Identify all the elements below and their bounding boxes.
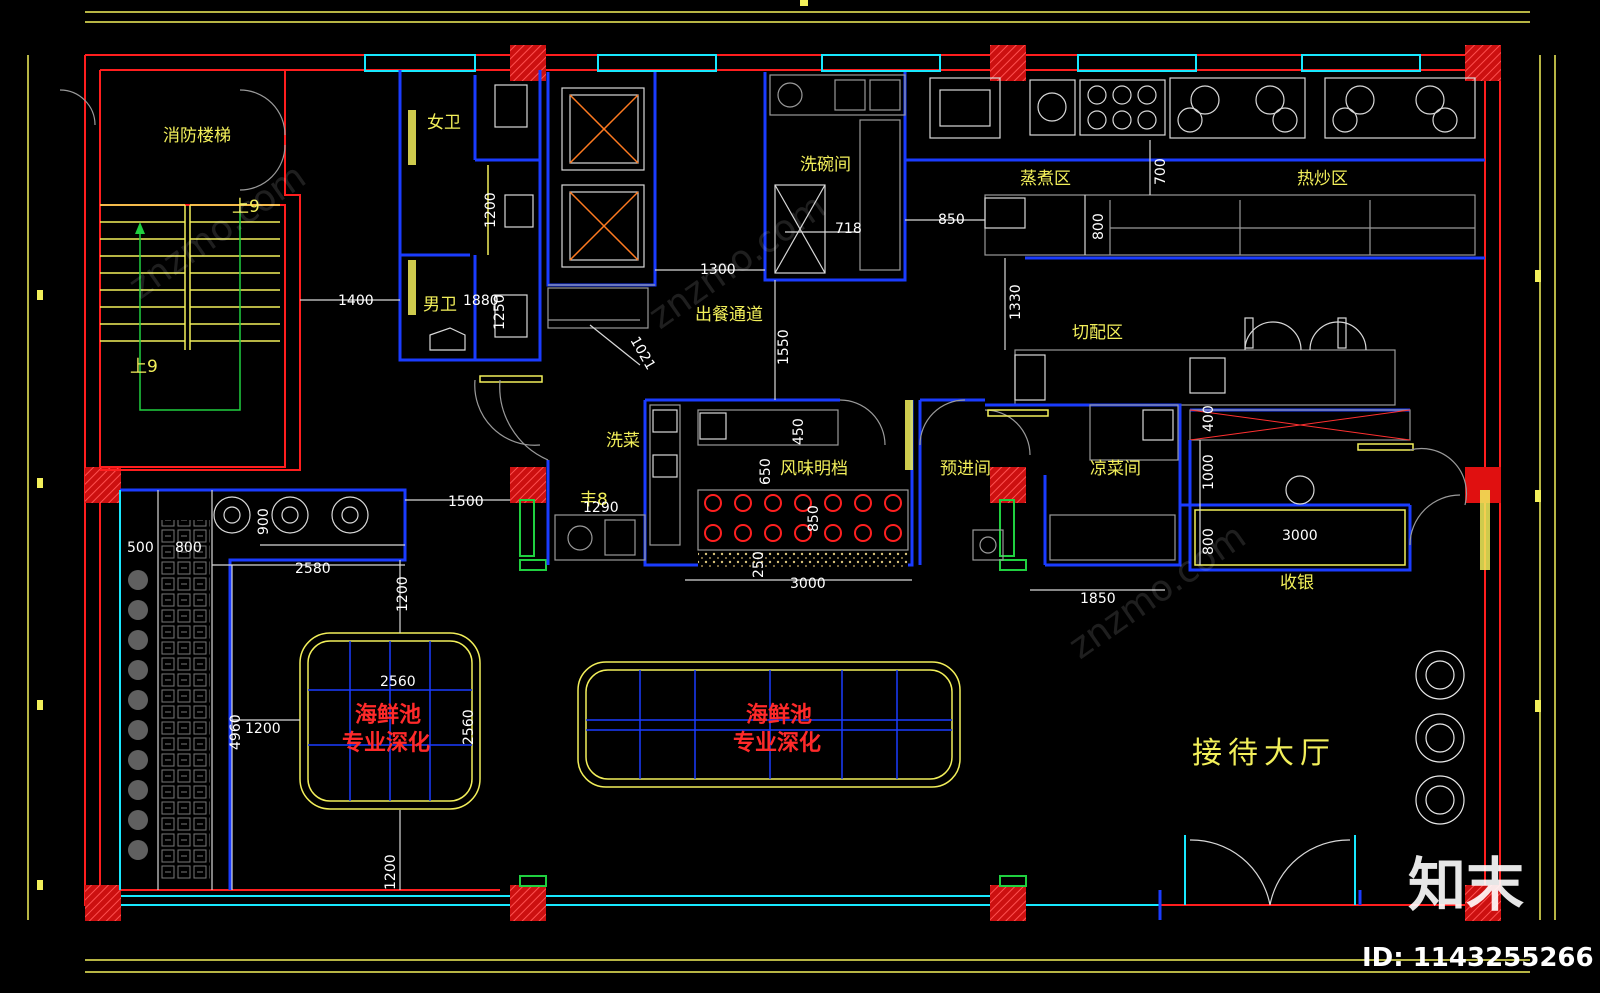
dim-label: 1021 <box>627 334 659 373</box>
label-seafood-pool: 海鲜池 <box>746 702 812 728</box>
dim-label: 2560 <box>461 709 477 745</box>
dim-label: 1400 <box>338 293 374 309</box>
kitchen-top <box>763 72 1485 282</box>
label-seafood-pool: 海鲜池 <box>355 702 421 728</box>
dim-label: 2580 <box>295 561 331 577</box>
label-stir-fry: 热炒区 <box>1297 169 1348 189</box>
dim-label: 1200 <box>245 721 281 737</box>
dim-label: 500 <box>127 540 154 556</box>
dim-label: 1550 <box>776 329 792 365</box>
label-dishwash: 洗碗间 <box>800 155 851 175</box>
dim-label: 250 <box>751 551 767 578</box>
dim-label: 1500 <box>448 494 484 510</box>
dim-label: 1200 <box>395 576 411 612</box>
label-mens-wc: 男卫 <box>423 295 457 315</box>
dim-label: 1200 <box>383 854 399 890</box>
dim-label: 1250 <box>492 294 508 330</box>
dimension-frame <box>27 0 1556 973</box>
dim-label: 1880 <box>463 293 499 309</box>
dim-label: 4960 <box>228 714 244 750</box>
watermark-id: ID: 1143255266 <box>1362 943 1594 973</box>
label-cutting: 切配区 <box>1072 323 1123 343</box>
dim-label: 800 <box>175 540 202 556</box>
dim-label: 1850 <box>1080 591 1116 607</box>
label-small: 丰8 <box>580 490 608 510</box>
dim-label: 700 <box>1153 158 1169 185</box>
label-cashier: 收银 <box>1280 573 1314 593</box>
restrooms <box>398 70 543 446</box>
elevators <box>546 72 657 329</box>
label-steam-boil: 蒸煮区 <box>1020 169 1071 189</box>
dim-label: 1200 <box>483 192 499 228</box>
dim-label: 1330 <box>1008 284 1024 320</box>
dim-label: 800 <box>1201 528 1217 555</box>
seafood-area <box>119 488 961 890</box>
dim-label: 1300 <box>700 262 736 278</box>
dim-label: 850 <box>806 505 822 532</box>
dim-label: 900 <box>256 508 272 535</box>
dim-label: 1000 <box>1201 454 1217 490</box>
dimension-lines <box>212 140 1201 890</box>
label-pre-entry: 预进间 <box>940 459 991 479</box>
dim-label: 450 <box>791 418 807 445</box>
label-flavor-stall: 风味明档 <box>780 459 848 479</box>
dim-label: 1290 <box>583 500 619 516</box>
label-cold-dish: 凉菜间 <box>1090 459 1141 479</box>
label-womens-wc: 女卫 <box>427 113 461 133</box>
cutting-area <box>1014 317 1414 451</box>
label-fire-stair: 消防楼梯 <box>163 126 231 146</box>
dim-label: 400 <box>1201 405 1217 432</box>
label-stair-up: 上9 <box>130 357 158 377</box>
reception-decor <box>1184 650 1465 906</box>
watermark-brand: 知末 <box>1408 851 1524 919</box>
label-seafood-pool-note: 专业深化 <box>733 730 821 756</box>
dim-label: 3000 <box>790 576 826 592</box>
dim-label: 2560 <box>380 674 416 690</box>
label-reception-hall: 接待大厅 <box>1192 736 1336 771</box>
dim-label: 718 <box>835 221 862 237</box>
dim-label: 650 <box>758 458 774 485</box>
kitchen-partitions <box>499 319 1490 572</box>
label-seafood-pool-note: 专业深化 <box>342 730 430 756</box>
dim-label: 850 <box>938 212 965 228</box>
dimension-labels: 1400 1880 1200 1250 1300 718 850 700 800… <box>127 158 1318 890</box>
room-labels: 消防楼梯 上9 上9 女卫 男卫 洗碗间 蒸煮区 热炒区 出餐通道 切配区 洗菜… <box>130 113 1348 771</box>
label-serving-aisle: 出餐通道 <box>695 305 763 325</box>
dim-label: 800 <box>1091 213 1107 240</box>
label-stair-up: 上9 <box>232 197 260 217</box>
dim-label: 3000 <box>1282 528 1318 544</box>
label-veg-wash: 洗菜 <box>606 431 640 451</box>
fire-stair <box>59 69 301 471</box>
